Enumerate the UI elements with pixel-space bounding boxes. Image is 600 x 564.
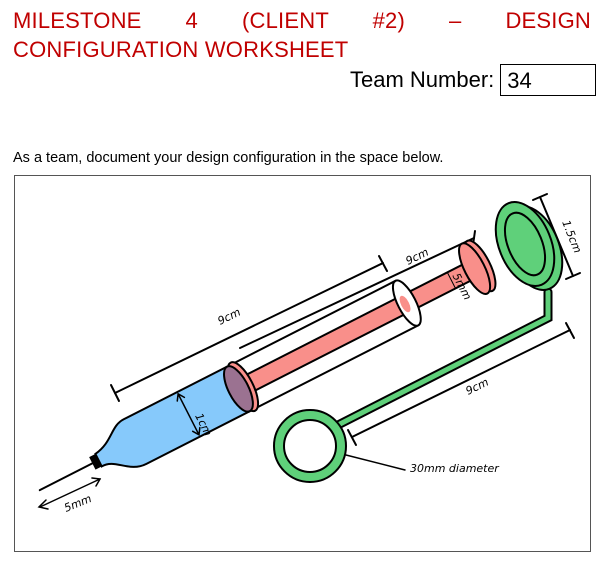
tube-length-label: 9cm bbox=[464, 376, 491, 398]
team-number-field[interactable]: 34 bbox=[500, 64, 597, 96]
needle-length-label: 5mm bbox=[62, 492, 93, 515]
instructions: As a team, document your design configur… bbox=[13, 150, 444, 166]
needle-length-dimension bbox=[37, 477, 102, 510]
barrel-outline bbox=[225, 279, 420, 413]
team-number-label: Team Number: bbox=[350, 67, 495, 92]
worksheet-title: MILESTONE 4 (CLIENT #2) – DESIGN CONFIGU… bbox=[13, 8, 591, 62]
green-tube bbox=[333, 287, 553, 430]
syringe: 1cm 5mm bbox=[38, 239, 497, 492]
design-drawing-frame bbox=[14, 175, 591, 552]
team-number-group: Team Number: 34 bbox=[350, 64, 597, 96]
plunger-rod bbox=[232, 257, 484, 399]
ring-diameter-label: 30mm diameter bbox=[410, 462, 500, 475]
needle bbox=[38, 461, 96, 492]
tube-length-dimension bbox=[347, 322, 575, 446]
top-ring bbox=[494, 201, 564, 291]
ring-diameter-leader bbox=[345, 454, 406, 471]
barrel-length-dimension bbox=[110, 255, 388, 402]
barrel-length-label: 9cm bbox=[216, 306, 243, 328]
diameter-arrow bbox=[177, 393, 200, 435]
